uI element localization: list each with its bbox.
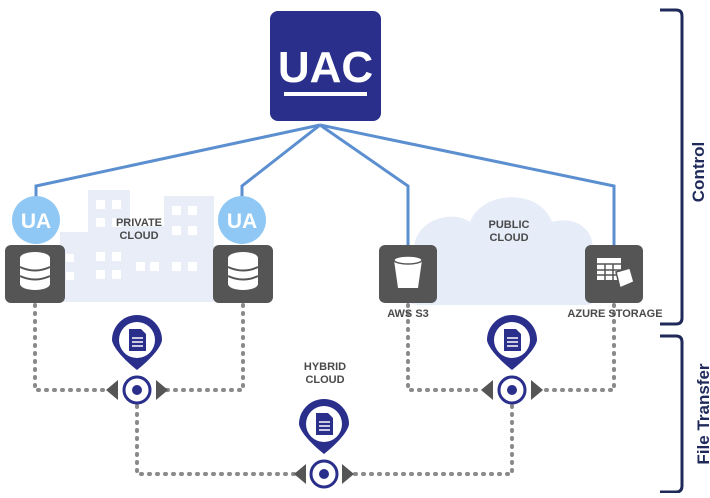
database-node-left (5, 245, 65, 303)
ua-agent-badge-right: UA (218, 196, 266, 244)
hybrid-cloud-label-line2: CLOUD (305, 373, 345, 386)
azure-storage-label: AZURE STORAGE (567, 308, 663, 320)
hybrid-cloud-label: HYBRID CLOUD (294, 361, 356, 386)
private-cloud-label-line1: PRIVATE (115, 217, 163, 229)
file-pin-icon-left (112, 315, 162, 370)
private-cloud-label: PRIVATE CLOUD (108, 217, 170, 242)
uac-logo: UAC (270, 11, 381, 121)
public-cloud-shape (394, 197, 604, 305)
private-cloud-label-line2: CLOUD (119, 229, 159, 242)
hybrid-cloud-label-line1: HYBRID (303, 361, 347, 373)
aws-s3-label: AWS S3 (387, 308, 429, 320)
private-cloud-buildings-icon (60, 190, 214, 302)
file-pin-icon-hybrid (299, 399, 349, 454)
section-brackets (660, 8, 684, 494)
transfer-connector-right (481, 375, 543, 405)
file-transfer-section-label: File Transfer (694, 363, 710, 465)
uac-logo-text: UAC (278, 43, 373, 92)
azure-storage-node (585, 245, 643, 303)
control-section-label: Control (689, 141, 708, 203)
database-node-right (213, 245, 273, 303)
public-cloud-label: PUBLIC CLOUD (478, 219, 540, 244)
transfer-connector-left (106, 375, 168, 405)
public-cloud-label-line1: PUBLIC (488, 219, 530, 231)
ua-badge-text: UA (21, 210, 51, 233)
file-transfer-paths (33, 303, 616, 476)
aws-s3-node (379, 245, 437, 303)
ua-badge-text: UA (227, 210, 257, 233)
bucket-icon (394, 260, 422, 288)
ua-agent-badge-left: UA (12, 196, 60, 244)
public-cloud-label-line2: CLOUD (489, 231, 529, 244)
transfer-connector-hybrid (294, 459, 354, 489)
file-pin-icon-right (487, 315, 537, 370)
